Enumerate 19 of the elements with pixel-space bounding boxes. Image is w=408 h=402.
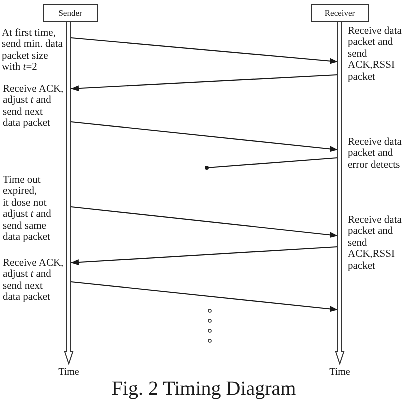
event-note: Receive data packet and send ACK,RSSI packet: [348, 215, 402, 272]
event-note: Time out expired, it dose not adjust t and send same data packet: [3, 175, 52, 244]
participant-box: Sender: [43, 4, 98, 22]
participant-box: Receiver: [311, 4, 369, 22]
event-note: Receive data packet and send ACK,RSSI packet: [348, 26, 402, 84]
message-arrow: [70, 246, 338, 266]
message-arrow: [70, 37, 338, 64]
message-arrow: [70, 281, 338, 312]
axis-label: Time: [58, 367, 80, 378]
message-arrow: [70, 121, 338, 152]
event-note: At first time, send min. data packet size with t=2: [2, 28, 63, 74]
event-note: Receive data packet and error detects: [348, 137, 402, 172]
axis-label: Time: [330, 367, 350, 378]
message-line: [205, 157, 338, 170]
message-arrow: [70, 74, 338, 92]
event-note: Receive ACK, adjust t and send next data packet: [3, 258, 64, 304]
message-arrow: [70, 206, 338, 238]
figure-caption: Fig. 2 Timing Diagram: [112, 378, 296, 400]
event-note: Receive ACK, adjust t and send next data packet: [3, 84, 64, 130]
